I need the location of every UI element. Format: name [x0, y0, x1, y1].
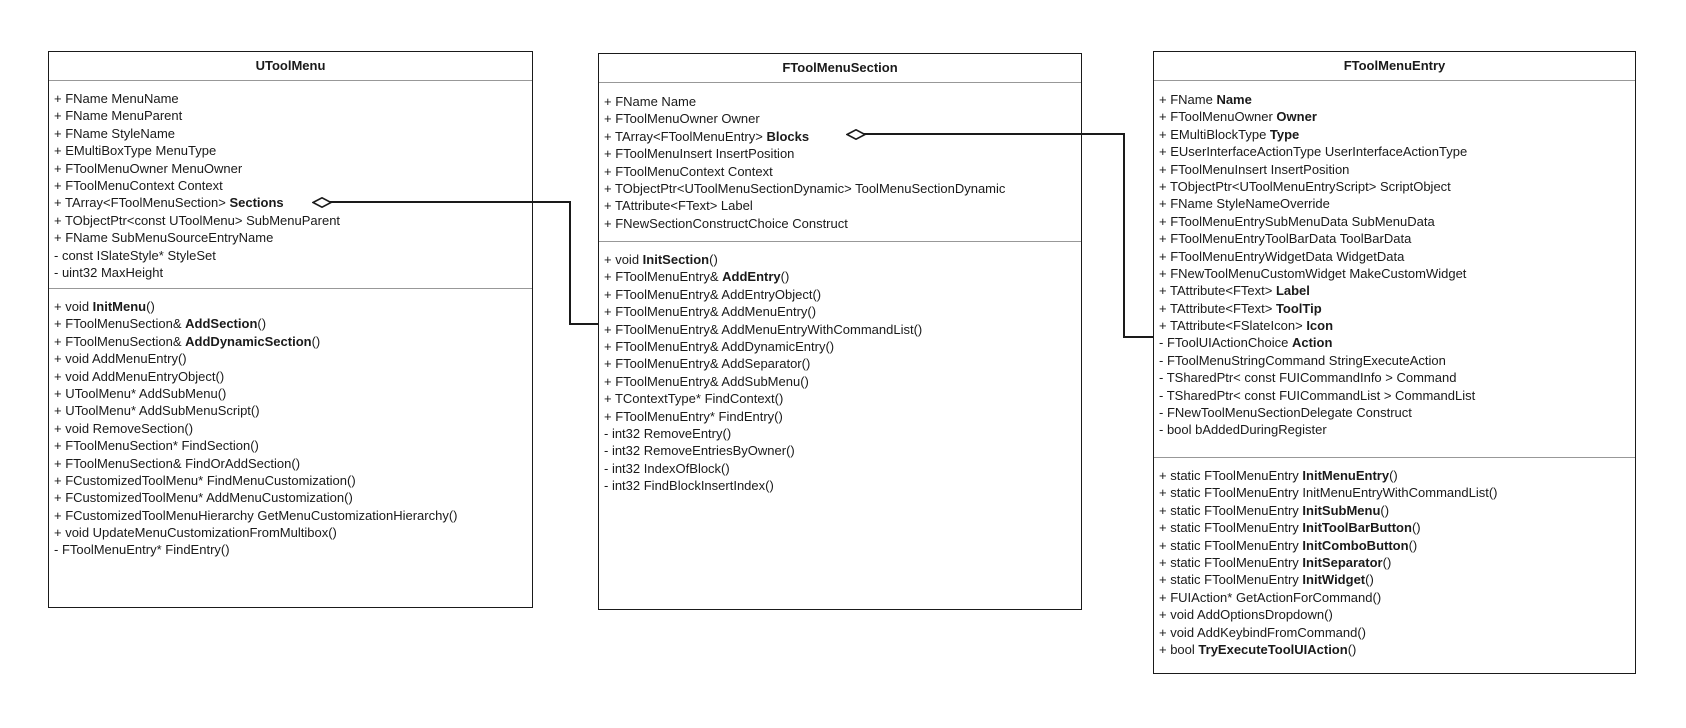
class-title-ftoolmenuentry: FToolMenuEntry [1154, 52, 1635, 81]
member-row: + void RemoveSection() [54, 420, 194, 436]
member-row: + TAttribute<FText> Label [604, 198, 753, 214]
member-row: + FToolMenuEntry& AddEntry() [604, 269, 790, 285]
member-row: + FToolMenuInsert InsertPosition [604, 146, 795, 162]
member-row: - FToolMenuStringCommand StringExecuteAc… [1159, 352, 1446, 368]
member-row: + FNewToolMenuCustomWidget MakeCustomWid… [1159, 265, 1467, 281]
member-row: + UToolMenu* AddSubMenuScript() [54, 403, 260, 419]
member-row: + FToolMenuContext Context [54, 177, 223, 193]
member-row: + EUserInterfaceActionType UserInterface… [1159, 144, 1468, 160]
member-row: + TObjectPtr<UToolMenuSectionDynamic> To… [604, 180, 1006, 196]
member-row: + FCustomizedToolMenu* AddMenuCustomizat… [54, 490, 353, 506]
methods-section-ftoolmenusection: + void InitSection() + FToolMenuEntry& Ad… [599, 242, 1081, 609]
member-row: + void UpdateMenuCustomizationFromMultib… [54, 525, 337, 541]
member-row: + TAttribute<FText> ToolTip [1159, 300, 1322, 316]
member-row: + FToolMenuSection& FindOrAddSection() [54, 455, 301, 471]
member-row: + void InitMenu() [54, 299, 155, 314]
member-row: + FCustomizedToolMenuHierarchy GetMenuCu… [54, 507, 458, 523]
member-row: + FNewSectionConstructChoice Construct [604, 215, 848, 231]
member-row: + static FToolMenuEntry InitSeparator() [1159, 554, 1392, 570]
member-row: + FUIAction* GetActionForCommand() [1159, 589, 1382, 605]
member-row: - int32 RemoveEntry() [604, 425, 732, 441]
member-row: + FToolMenuEntry& AddDynamicEntry() [604, 338, 835, 354]
member-row: + EMultiBoxType MenuType [54, 143, 217, 159]
member-row: + static FToolMenuEntry InitSubMenu() [1159, 502, 1390, 518]
class-box-utoolmenu: UToolMenu + FName MenuName + FName MenuPa… [48, 51, 533, 608]
attributes-section-utoolmenu: + FName MenuName+ FName MenuParent+ FNam… [49, 81, 532, 289]
member-row: - FToolMenuEntry* FindEntry() [54, 542, 230, 558]
member-row: + TObjectPtr<const UToolMenu> SubMenuPar… [54, 212, 341, 228]
class-box-ftoolmenuentry: FToolMenuEntry + FName Name + FToolMenuOw… [1153, 51, 1636, 674]
member-row: + FToolMenuEntryToolBarData ToolBarData [1159, 231, 1412, 247]
member-row: + FToolMenuEntry& AddEntryObject() [604, 286, 822, 302]
member-row: + TArray<FToolMenuSection> Sections [54, 195, 284, 211]
aggregation-line-sections-h2 [569, 323, 599, 325]
class-box-ftoolmenusection: FToolMenuSection + FName Name + FToolMenu… [598, 53, 1082, 610]
member-row: + FToolMenuEntry& AddSeparator() [604, 356, 811, 372]
member-row: - TSharedPtr< const FUICommandInfo > Com… [1159, 370, 1457, 386]
member-row: - int32 IndexOfBlock() [604, 460, 730, 476]
member-row: + FCustomizedToolMenu* FindMenuCustomiza… [54, 472, 356, 488]
member-row: + TContextType* FindContext() [604, 391, 784, 407]
aggregation-line-sections-h1 [330, 201, 571, 203]
member-row: + FName SubMenuSourceEntryName [54, 230, 274, 246]
member-row: - bool bAddedDuringRegister [1159, 422, 1327, 438]
member-row: + void AddKeybindFromCommand() [1159, 624, 1367, 640]
member-row: - TSharedPtr< const FUICommandList > Com… [1159, 387, 1476, 403]
member-row: + FToolMenuInsert InsertPosition [1159, 161, 1350, 177]
member-row: + FName MenuParent [54, 108, 183, 124]
member-row: + TAttribute<FSlateIcon> Icon [1159, 318, 1334, 334]
member-row: + EMultiBlockType Type [1159, 126, 1300, 142]
aggregation-line-blocks-h2 [1123, 336, 1154, 338]
member-row: + FToolMenuOwner Owner [604, 111, 760, 127]
member-row: + FToolMenuEntrySubMenuData SubMenuData [1159, 213, 1435, 229]
member-row: - int32 RemoveEntriesByOwner() [604, 443, 795, 459]
member-row: + void AddMenuEntryObject() [54, 368, 225, 384]
member-row: + FName MenuName [54, 91, 179, 106]
class-title-ftoolmenusection: FToolMenuSection [599, 54, 1081, 83]
attributes-section-ftoolmenusection: + FName Name + FToolMenuOwner Owner+ TArr… [599, 83, 1081, 242]
class-title-utoolmenu: UToolMenu [49, 52, 532, 81]
member-row: + UToolMenu* AddSubMenu() [54, 385, 227, 401]
methods-section-utoolmenu: + void InitMenu() + FToolMenuSection& Add… [49, 289, 532, 607]
member-row: + FName Name [1159, 92, 1252, 107]
member-row: + FName Name [604, 94, 697, 109]
aggregation-diamond-sections [312, 197, 332, 208]
member-row: + FToolMenuSection* FindSection() [54, 438, 259, 454]
aggregation-line-blocks-h1 [864, 133, 1125, 135]
member-row: + FName StyleNameOverride [1159, 196, 1330, 212]
aggregation-line-sections-v [569, 201, 571, 325]
member-row: + FToolMenuEntry* FindEntry() [604, 408, 783, 424]
member-row: + FToolMenuEntry& AddSubMenu() [604, 373, 809, 389]
aggregation-diamond-blocks [846, 129, 866, 140]
member-row: + FToolMenuContext Context [604, 163, 773, 179]
member-row: + TObjectPtr<UToolMenuEntryScript> Scrip… [1159, 178, 1451, 194]
member-row: - uint32 MaxHeight [54, 264, 164, 280]
member-row: + static FToolMenuEntry InitMenuEntry() [1159, 468, 1398, 483]
member-row: + static FToolMenuEntry InitWidget() [1159, 572, 1374, 588]
member-row: + TArray<FToolMenuEntry> Blocks [604, 128, 810, 144]
member-row: + void AddMenuEntry() [54, 351, 187, 367]
member-row: + void InitSection() [604, 252, 718, 267]
member-row: + void AddOptionsDropdown() [1159, 607, 1333, 623]
member-row: + FToolMenuOwner MenuOwner [54, 160, 243, 176]
member-row: + FToolMenuEntry& AddMenuEntry() [604, 304, 817, 320]
attributes-section-ftoolmenuentry: + FName Name + FToolMenuOwner Owner+ EMul… [1154, 81, 1635, 458]
member-row: + FToolMenuOwner Owner [1159, 109, 1317, 125]
member-row: + FToolMenuSection& AddSection() [54, 316, 267, 332]
member-row: + static FToolMenuEntry InitToolBarButto… [1159, 520, 1421, 536]
member-row: + FToolMenuEntry& AddMenuEntryWithComman… [604, 321, 923, 337]
member-row: + FName StyleName [54, 125, 176, 141]
member-row: + FToolMenuSection& AddDynamicSection() [54, 333, 321, 349]
methods-section-ftoolmenuentry: + static FToolMenuEntry InitMenuEntry() +… [1154, 458, 1635, 673]
member-row: + bool TryExecuteToolUIAction() [1159, 641, 1357, 657]
member-row: - int32 FindBlockInsertIndex() [604, 478, 774, 494]
member-row: + FToolMenuEntryWidgetData WidgetData [1159, 248, 1405, 264]
member-row: + TAttribute<FText> Label [1159, 283, 1310, 299]
member-row: - FNewToolMenuSectionDelegate Construct [1159, 405, 1412, 421]
member-row: + static FToolMenuEntry InitMenuEntryWit… [1159, 485, 1498, 501]
member-row: + static FToolMenuEntry InitComboButton(… [1159, 537, 1418, 553]
member-row: - const ISlateStyle* StyleSet [54, 247, 216, 263]
aggregation-line-blocks-v [1123, 133, 1125, 338]
member-row: - FToolUIActionChoice Action [1159, 335, 1333, 351]
